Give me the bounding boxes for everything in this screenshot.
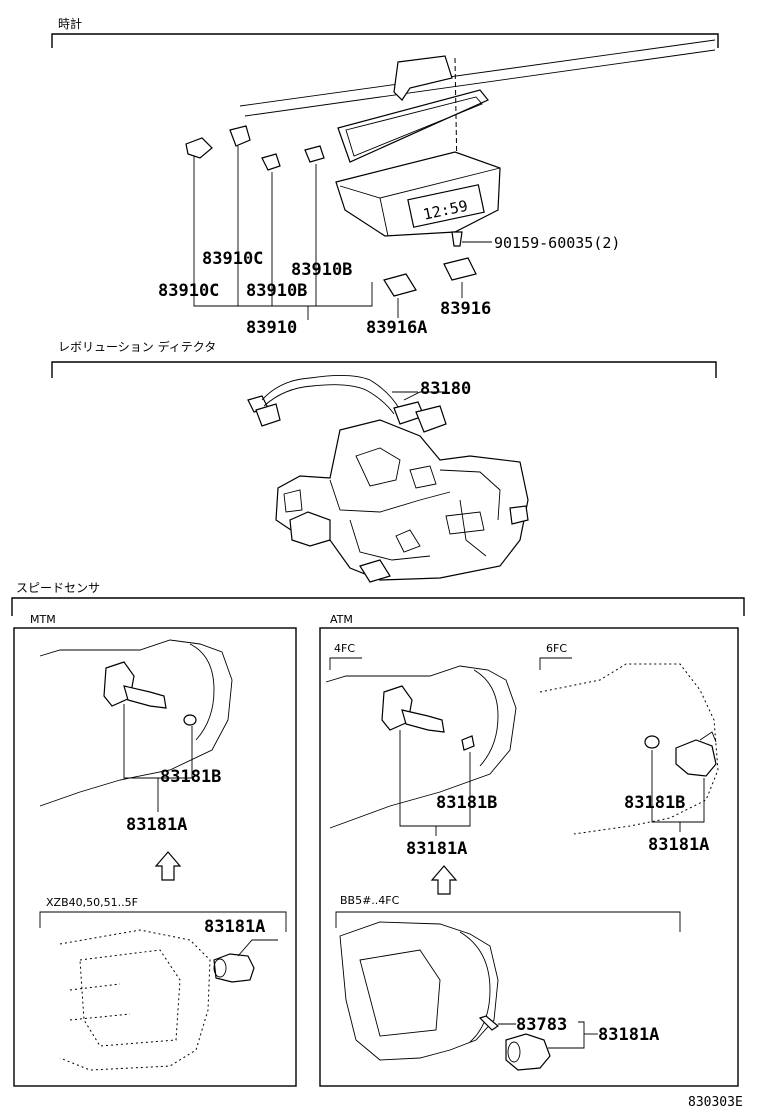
- screw-icon: [451, 231, 463, 247]
- label-83910C-lower: 83910C: [158, 281, 219, 301]
- bracket-mtm-variant: [39, 911, 287, 932]
- section-title-clock: 時計: [58, 16, 82, 31]
- section-bracket-revolution-detector: [51, 361, 717, 378]
- label-90159-60035: 90159-60035(2): [494, 234, 620, 252]
- subsection-title-mtm: MTM: [30, 613, 56, 626]
- atm-variant-illustration: [339, 921, 598, 1071]
- atm-6fc-illustration: [539, 663, 719, 835]
- label-mtm-83181B: 83181B: [160, 767, 221, 787]
- clip-83916-icon: [443, 257, 477, 281]
- clock-assembly-illustration: 12:59: [185, 39, 716, 320]
- arrow-up-icon: [430, 865, 458, 895]
- section-bracket-clock: [51, 33, 719, 48]
- revolution-detector-illustration: [247, 375, 529, 583]
- atm-4fc-illustration: [325, 665, 517, 836]
- bracket-4fc: [329, 657, 362, 670]
- section-title-revolution-detector: レボリューション ディテクタ: [58, 339, 216, 354]
- clip-83916A-icon: [383, 273, 417, 297]
- subsection-title-6fc: 6FC: [546, 642, 567, 655]
- label-83910B-lower: 83910B: [246, 281, 307, 301]
- panel-atm: [319, 627, 739, 1087]
- clock-display: [407, 184, 485, 228]
- mtm-variant-illustration: [59, 929, 278, 1071]
- subsection-title-mtm-variant: XZB40,50,51..5F: [46, 896, 138, 909]
- label-83916A: 83916A: [366, 318, 427, 338]
- label-atm4-83181B: 83181B: [436, 793, 497, 813]
- panel-mtm: [13, 627, 297, 1087]
- label-83916: 83916: [440, 299, 491, 319]
- label-atm-variant-83783: 83783: [516, 1015, 567, 1035]
- label-atm-variant-83181A: 83181A: [598, 1025, 659, 1045]
- arrow-up-icon: [154, 851, 182, 881]
- figure-id: 830303E: [688, 1095, 743, 1110]
- label-83910C-upper: 83910C: [202, 249, 263, 269]
- bracket-atm-variant: [335, 911, 681, 932]
- label-83910: 83910: [246, 318, 297, 338]
- label-mtm-83181A: 83181A: [126, 815, 187, 835]
- bulb-socket-icon: [185, 125, 325, 171]
- subsection-title-atm: ATM: [330, 613, 353, 626]
- subsection-title-atm-variant: BB5#..4FC: [340, 894, 400, 907]
- label-83180: 83180: [420, 379, 471, 399]
- label-atm4-83181A: 83181A: [406, 839, 467, 859]
- label-atm6-83181B: 83181B: [624, 793, 685, 813]
- label-83910B-upper: 83910B: [291, 260, 352, 280]
- section-bracket-speed-sensor: [11, 597, 745, 616]
- bracket-6fc: [539, 657, 572, 670]
- label-atm6-83181A: 83181A: [648, 835, 709, 855]
- subsection-title-4fc: 4FC: [334, 642, 355, 655]
- label-mtm-variant-83181A: 83181A: [204, 917, 265, 937]
- mtm-transmission-illustration: [39, 639, 233, 812]
- section-title-speed-sensor: スピードセンサ: [16, 581, 100, 595]
